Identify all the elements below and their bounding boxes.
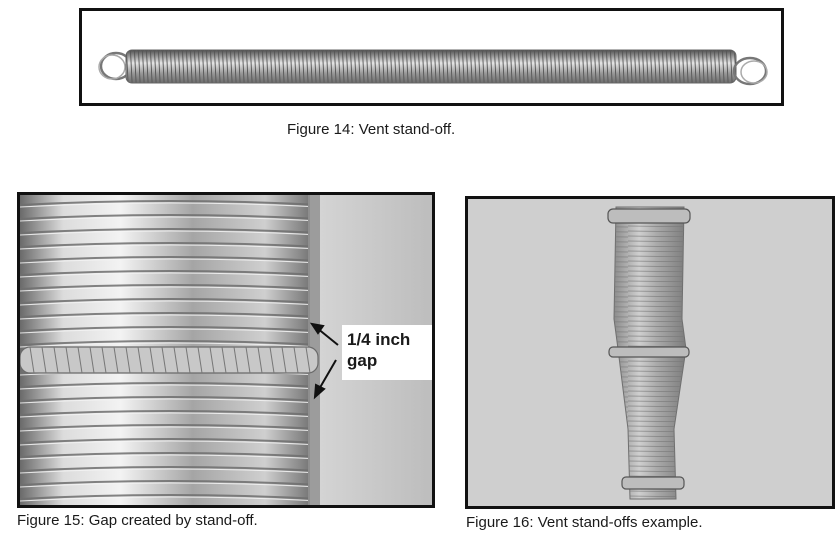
figure-16-frame xyxy=(465,196,835,509)
figure-14-caption: Figure 14: Vent stand-off. xyxy=(287,121,456,138)
figure-16-caption: Figure 16: Vent stand-offs example. xyxy=(466,514,703,531)
callout-line-2: gap xyxy=(347,351,378,370)
vent-stand-offs-photo xyxy=(468,199,832,506)
gap-callout-label: 1/4 inch gap xyxy=(342,325,432,380)
vent-stand-off-spring-image xyxy=(98,49,768,86)
figure-15-frame: 1/4 inch gap xyxy=(17,192,435,508)
figure-15-caption: Figure 15: Gap created by stand-off. xyxy=(17,512,258,529)
callout-line-1: 1/4 inch xyxy=(347,330,411,349)
figure-14-frame xyxy=(79,8,784,106)
